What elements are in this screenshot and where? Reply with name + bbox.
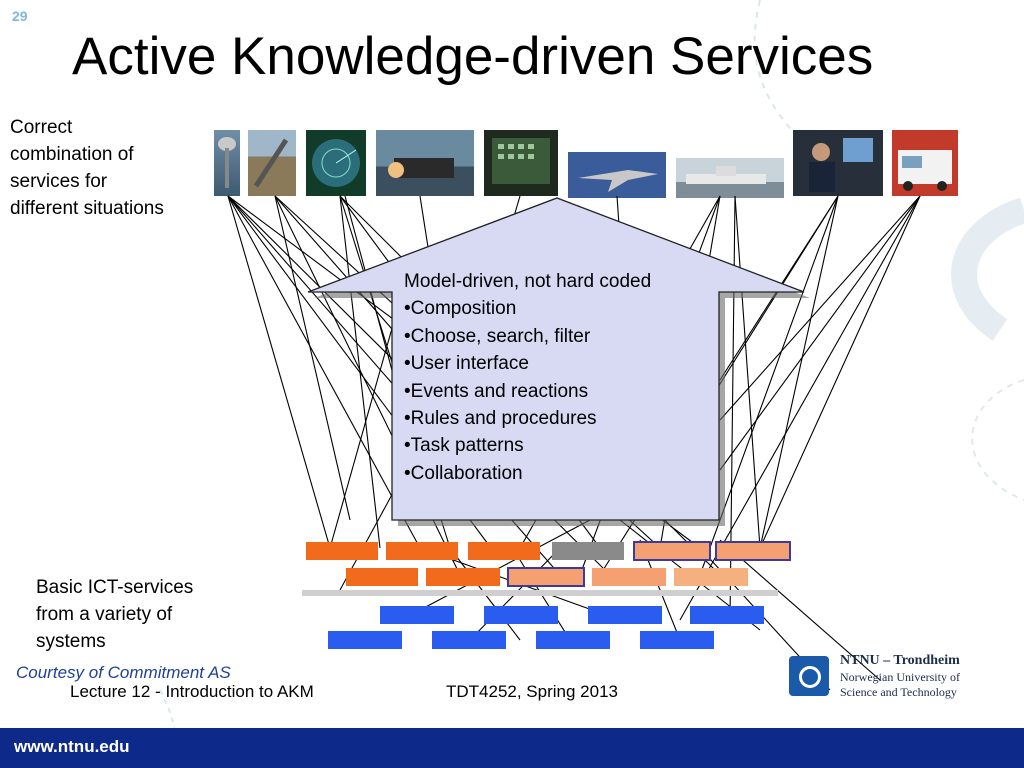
logo-line: NTNU – Trondheim: [840, 653, 960, 668]
military-ship-picture: [376, 130, 474, 196]
fighter-jet-picture: [568, 152, 666, 198]
footer-course: TDT4252, Spring 2013: [446, 682, 618, 701]
naval-vessel-picture: [676, 158, 784, 198]
caption-line: systems: [36, 631, 106, 652]
callout-bullet: •Composition: [404, 298, 517, 320]
footer-bar: [0, 728, 1024, 768]
caption-line: different situations: [10, 198, 164, 219]
logo-line: Norwegian University of: [840, 670, 960, 684]
courtesy-note: Courtesy of Commitment AS: [16, 663, 231, 682]
control-panel-picture: [484, 130, 558, 196]
slide-title: Active Knowledge-driven Services: [72, 27, 874, 86]
radar-antenna-picture: [214, 130, 240, 196]
callout-heading: Model-driven, not hard coded: [404, 271, 652, 292]
radar-display-picture: [306, 130, 366, 196]
callout-text: Model-driven, not hard coded •Compositio…: [404, 268, 651, 487]
footer-url-link[interactable]: www.ntnu.edu: [14, 737, 130, 756]
callout-bullet: •Events and reactions: [404, 380, 589, 402]
callout-bullet: •Rules and procedures: [404, 408, 597, 430]
callout-bullet: •Task patterns: [404, 435, 524, 457]
missile-launcher-picture: [248, 130, 296, 196]
slide-number: 29: [12, 8, 28, 24]
callout-bullet: •User interface: [404, 353, 529, 375]
logo-line: Science and Technology: [840, 685, 957, 699]
services-caption: Basic ICT-services from a variety of sys…: [36, 574, 193, 655]
callout-arrow: [307, 197, 805, 521]
caption-line: services for: [10, 171, 108, 192]
operator-console-picture: [793, 130, 883, 196]
caption-line: from a variety of: [36, 604, 173, 625]
footer-lecture: Lecture 12 - Introduction to AKM: [70, 682, 314, 701]
caption-line: Basic ICT-services: [36, 577, 194, 598]
callout-bullet: •Collaboration: [404, 462, 523, 484]
ntnu-logo-ring: [799, 666, 821, 688]
service-boxes: [302, 541, 791, 649]
caption-line: Correct: [10, 117, 73, 138]
callout-bullet: •Choose, search, filter: [404, 325, 591, 347]
situations-caption: Correct combination of services for diff…: [10, 114, 164, 222]
ambulance-picture: [892, 130, 958, 196]
caption-line: combination of: [10, 144, 134, 165]
